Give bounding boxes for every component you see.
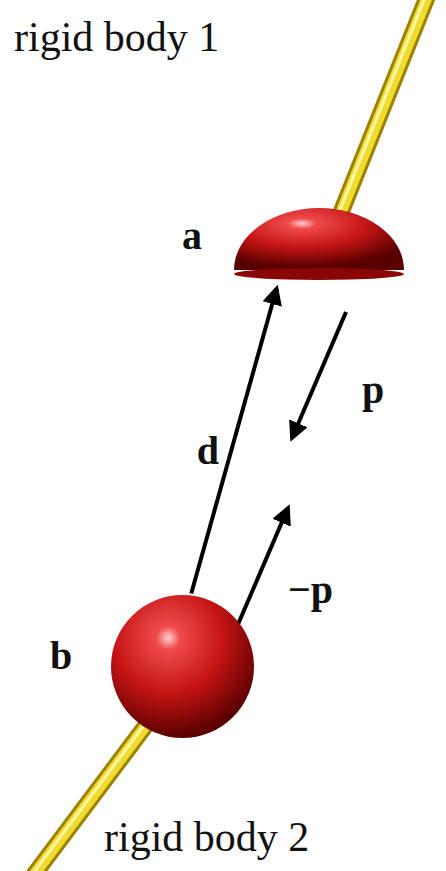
force-arrow: [292, 312, 346, 438]
joint-shape: [232, 208, 406, 288]
force-label: p: [362, 370, 384, 410]
body-label: rigid body 2: [104, 816, 309, 858]
point-label: a: [182, 216, 202, 256]
rod-highlight: [330, 0, 428, 240]
body-label: rigid body 1: [14, 16, 219, 58]
hemisphere-joint: a: [232, 208, 406, 288]
vector-label: d: [197, 431, 219, 471]
rod: [330, 0, 428, 240]
sphere-joint: b: [110, 594, 255, 739]
joint-shape: [110, 594, 255, 739]
distance-arrow: [191, 289, 276, 594]
force-arrow: [233, 508, 288, 636]
force-label: −p: [288, 570, 333, 610]
rod-shine: [328, 0, 426, 240]
point-label: b: [50, 636, 72, 676]
